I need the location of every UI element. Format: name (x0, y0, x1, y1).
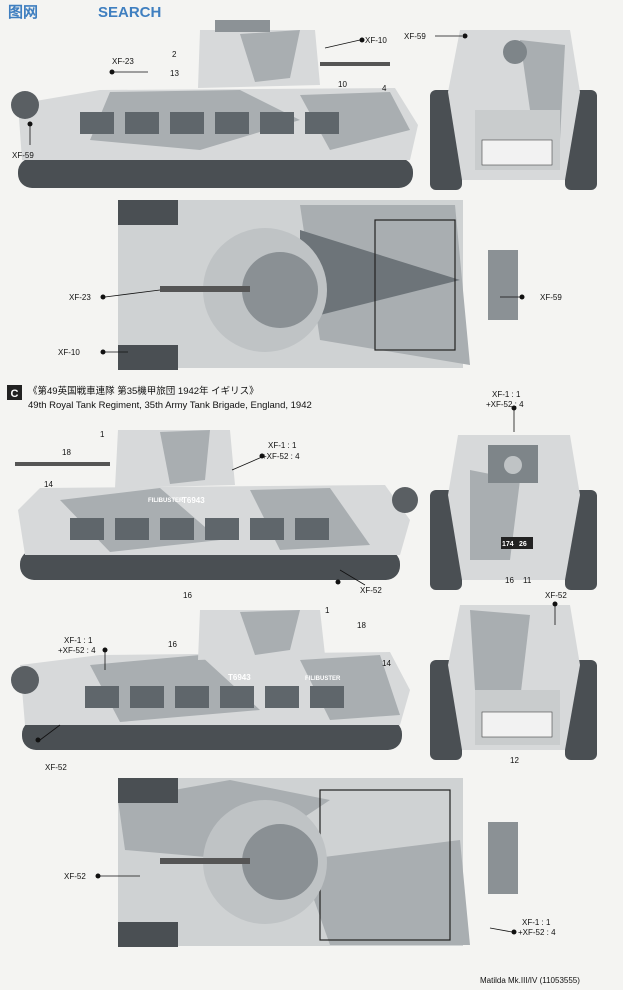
callout-xf1-c-front: XF-1 : 1 (492, 390, 521, 399)
callout-xf10-b-top: XF-10 (58, 348, 80, 357)
part-number-16-c-side2: 16 (168, 640, 177, 649)
callout-xf52-c-side2: XF-52 (45, 763, 67, 772)
part-number-13-c-rear: 12 (510, 756, 519, 765)
part-number-18-c-side: 18 (62, 448, 71, 457)
tank-side-view-b-left (11, 20, 418, 188)
part-number-12-c-front: 11 (523, 576, 532, 585)
callout-xf52-c-rear: XF-52 (545, 591, 567, 600)
part-number-16-c-side: 16 (183, 591, 192, 600)
watermark: 图网 SEARCH (8, 4, 161, 21)
tank-side-view-c-left: T6943 FILIBUSTER (11, 610, 410, 750)
callout-xf52-4-c-side: +XF-52 : 4 (262, 452, 300, 461)
plate-left: 174 (502, 541, 514, 548)
part-number-13-c-front: 16 (505, 576, 514, 585)
watermark-brand-chars: 图网 (8, 4, 38, 21)
callout-xf52-c-side: XF-52 (360, 586, 382, 595)
tank-top-view-b (118, 200, 518, 370)
tank-side-view-c-right: FILIBUSTER T6943 (15, 430, 418, 580)
part-number-2: 2 (172, 50, 177, 59)
callout-xf1-c-side: XF-1 : 1 (268, 441, 297, 450)
part-number-18-c-side2: 18 (357, 621, 366, 630)
watermark-brand-latin: SEARCH (98, 4, 161, 21)
tank-rear-view-c (430, 605, 597, 760)
part-number-14-c-side: 14 (44, 480, 53, 489)
callout-xf59-b-rear: XF-59 (404, 32, 426, 41)
name-marking-c-left: FILIBUSTER (305, 676, 341, 682)
section-c-header: C 《第49英国戦車連隊 第35機甲旅団 1942年 イギリス》 49th Ro… (7, 385, 312, 411)
section-c-letter: C (11, 388, 19, 400)
callout-xf1-c-top: XF-1 : 1 (522, 918, 551, 927)
serial-marking-c-left: T6943 (228, 673, 251, 682)
section-c-title-en: 49th Royal Tank Regiment, 35th Army Tank… (28, 400, 312, 411)
plate-right: 26 (519, 541, 527, 548)
serial-marking-c-right: T6943 (182, 496, 205, 505)
colour-callouts: XF-10 XF-23 XF-59 XF-59 XF-23 XF-10 XF-5… (12, 32, 567, 937)
part-number-14-c-side2: 14 (382, 659, 391, 668)
callout-xf59-b-top: XF-59 (540, 293, 562, 302)
footer-model: Matilda Mk.III/IV (11053555) (480, 976, 580, 985)
section-c-title-jp: 《第49英国戦車連隊 第35機甲旅団 1942年 イギリス》 (28, 385, 259, 397)
part-number-1-c-side: 1 (100, 430, 105, 439)
callout-xf52-4-c-front: +XF-52 : 4 (486, 400, 524, 409)
part-number-11: 13 (170, 69, 179, 78)
tank-top-view-c (118, 778, 518, 947)
tank-rear-view-b (430, 30, 597, 190)
section-c-badge (7, 385, 22, 400)
callout-xf23-b-top: XF-23 (69, 293, 91, 302)
tank-front-view-c: 174 26 (430, 435, 597, 590)
name-marking-c-right: FILIBUSTER (148, 498, 184, 504)
callout-xf59-b-side: XF-59 (12, 151, 34, 160)
callout-xf1-c-side2: XF-1 : 1 (64, 636, 93, 645)
part-number-callouts: 2 13 10 4 1 18 14 16 16 11 16 1 18 14 12 (44, 50, 532, 765)
callout-xf52-c-top: XF-52 (64, 872, 86, 881)
callout-xf52-4-c-top: +XF-52 : 4 (518, 928, 556, 937)
callout-xf23-b-side: XF-23 (112, 57, 134, 66)
part-number-1-c-side2: 1 (325, 606, 330, 615)
part-number-10: 10 (338, 80, 347, 89)
callout-xf10-b-side: XF-10 (365, 36, 387, 45)
callout-xf52-4-c-side2: +XF-52 : 4 (58, 646, 96, 655)
part-number-4: 4 (382, 84, 387, 93)
